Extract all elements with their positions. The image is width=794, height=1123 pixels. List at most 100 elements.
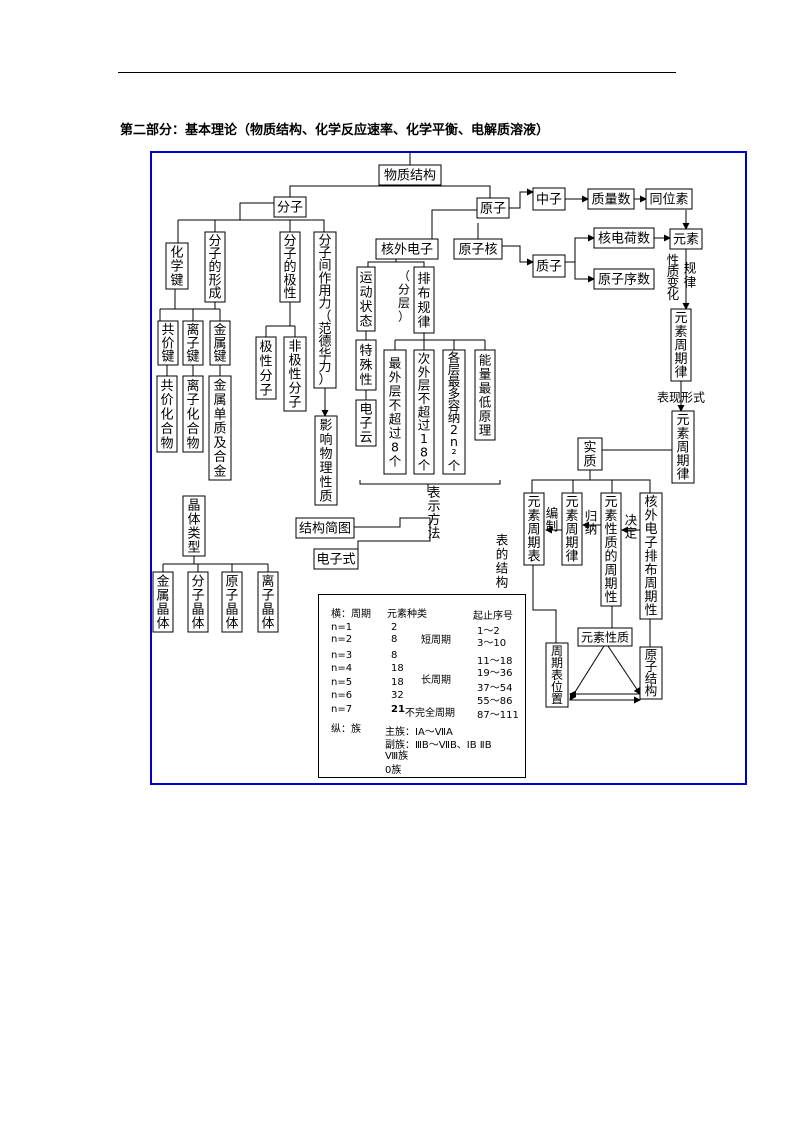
connector-line <box>509 188 534 209</box>
node-fenzi-xingcheng-box <box>204 231 226 303</box>
connectors <box>159 151 690 704</box>
node-shizhi: 实质 <box>583 440 596 469</box>
connector-line <box>602 449 683 483</box>
node-fenzi-jingti: 分子晶体 <box>191 574 204 631</box>
node-yuanzi-box <box>476 197 510 219</box>
connector-line <box>532 565 557 643</box>
legend-n: n=5 <box>331 677 353 688</box>
node-yuanzi-jingti-box <box>221 571 243 633</box>
legend-range: 19～36 <box>477 668 513 679</box>
node-yuanzihe: 原子核 <box>458 243 497 258</box>
node-dianzishi: 电子式 <box>316 553 355 568</box>
diagram-frame <box>150 151 747 785</box>
node-hewai-paibu-zhouqixing-box <box>639 492 663 620</box>
node-lizijian: 离子键 <box>186 322 199 365</box>
node-fenzi: 分子 <box>277 201 303 216</box>
node-zhiliangshu-box <box>587 188 635 210</box>
node-yuansu-zhouqilv1: 元素周期律 <box>674 311 687 380</box>
node-lizi-jingti: 离子晶体 <box>261 573 274 631</box>
node-fenzi-xingcheng: 分子的形成 <box>208 234 221 302</box>
legend-incomplete-period: 不完全周期 <box>405 708 455 719</box>
node-teshuxing-box <box>355 339 377 391</box>
node-hewai-dianzi-box <box>375 238 439 260</box>
node-yuanzi-jiegou-box <box>639 646 663 700</box>
node-fenzi-zuoyongli: 分子间作用力（范德华力） <box>318 233 331 387</box>
node-jinshu-jingti-box <box>152 571 174 633</box>
node-hedianheshu: 核电荷数 <box>598 232 650 247</box>
legend-main-group: 主族：ⅠA～ⅦA <box>385 727 453 738</box>
node-nengliang-zuidi: 能量最低原理 <box>479 352 492 437</box>
connector-line <box>590 479 613 493</box>
node-fenzi-zuoyongli-box <box>313 231 337 389</box>
node-lizi-huahewu: 离子化合物 <box>186 378 199 452</box>
node-zhouqibiao-weizhi: 周期表位置 <box>551 644 563 706</box>
node-jixing-fenzi-box <box>255 336 277 400</box>
node-yuansu-zhouqilv3-box <box>561 492 583 566</box>
legend-n: n=1 <box>331 622 353 633</box>
legend-range: 1～2 <box>477 626 500 637</box>
node-gongjiajian: 共价键 <box>161 323 174 365</box>
node-fenzi-jixing: 分子的极性 <box>283 234 296 302</box>
node-zhongzi: 中子 <box>536 193 562 208</box>
node-tongweisu: 同位素 <box>649 193 688 208</box>
node-yuanzi-xushu: 原子序数 <box>598 273 650 288</box>
connector-line <box>565 234 595 263</box>
legend-n: n=6 <box>331 690 353 701</box>
legend-sub-group: 副族：ⅢB～ⅦB、ⅠB ⅡB <box>385 740 492 751</box>
node-yuansu-xingzhi: 元素性质 <box>581 630 629 644</box>
node-yingxiang-wuli-box <box>314 415 338 506</box>
node-feijixing-fenzi: 非极性分子 <box>288 339 301 410</box>
node-fenceng: （分层） <box>398 269 410 324</box>
node-jinshu-danzhi-box <box>208 375 232 481</box>
node-jixing-fenzi: 极性分子 <box>259 340 272 399</box>
node-yuansu-zhouqilv2: 元素周期律 <box>676 413 689 482</box>
legend-long-period: 长周期 <box>421 675 451 686</box>
connector-line <box>239 202 274 220</box>
node-jiegou-jiantu-box <box>295 517 355 539</box>
periodic-table-legend: 横：周期 元素种类 起止序号 n=1 2 1～2 n=2 8 3～10 短周期 … <box>318 594 526 778</box>
legend-range: 87～111 <box>477 710 519 721</box>
node-yuanzi: 原子 <box>480 202 506 217</box>
legend-count: 18 <box>391 677 404 688</box>
node-yuanzihe-box <box>453 238 503 260</box>
connector-line <box>359 480 501 485</box>
node-shizhi-box <box>577 437 603 471</box>
node-biaoshi-fangfa: 表示方法 <box>427 486 440 542</box>
node-yuansu-box <box>669 228 703 250</box>
node-yuanzi-jiegou: 原子结构 <box>645 647 658 698</box>
node-jinshujian: 金属键 <box>213 322 226 365</box>
node-yuansu-zhouqilv1-box <box>670 308 692 382</box>
legend-count: 32 <box>391 690 404 701</box>
connector-line <box>354 517 430 528</box>
node-yuanzi-jingti: 原子晶体 <box>225 574 238 631</box>
node-jueding: 决定 <box>625 513 638 541</box>
node-guina: 归纳 <box>585 509 598 537</box>
legend-range: 3～10 <box>477 638 507 649</box>
node-yundong-zhuangtai: 运动状态 <box>359 271 372 330</box>
node-dianzishi-box <box>313 548 359 570</box>
node-lizi-huahewu-box <box>182 375 204 453</box>
node-jingti-leixing: 晶体类型 <box>187 498 200 555</box>
node-jinshu-jingti: 金属晶体 <box>156 573 169 631</box>
node-zhizi-box <box>532 254 566 278</box>
node-gongjia-huahewu: 共价化合物 <box>160 379 173 452</box>
legend-col-period: 横：周期 <box>331 609 371 620</box>
node-gongjia-huahewu-box <box>156 375 178 453</box>
node-yundong-zhuangtai-box <box>356 266 376 332</box>
page-heading: 第二部分：基本理论（物质结构、化学反应速率、化学平衡、电解质溶液） <box>120 123 550 138</box>
node-paibu-guilv: 排布规律 <box>417 272 430 331</box>
legend-n: n=3 <box>331 650 353 661</box>
node-biao-de-jiegou: 表的结构 <box>496 532 509 589</box>
connector-line <box>569 645 605 701</box>
connector-line <box>396 261 425 267</box>
node-hewai-dianzi: 核外电子 <box>381 243 433 258</box>
connector-line <box>607 645 641 695</box>
node-lizi-jingti-box <box>257 571 279 633</box>
node-zhouqibiao-weizhi-box <box>545 642 569 708</box>
legend-group-zero: 0族 <box>385 765 402 776</box>
connector-line <box>574 262 595 283</box>
node-dianziyun-box <box>355 399 377 447</box>
